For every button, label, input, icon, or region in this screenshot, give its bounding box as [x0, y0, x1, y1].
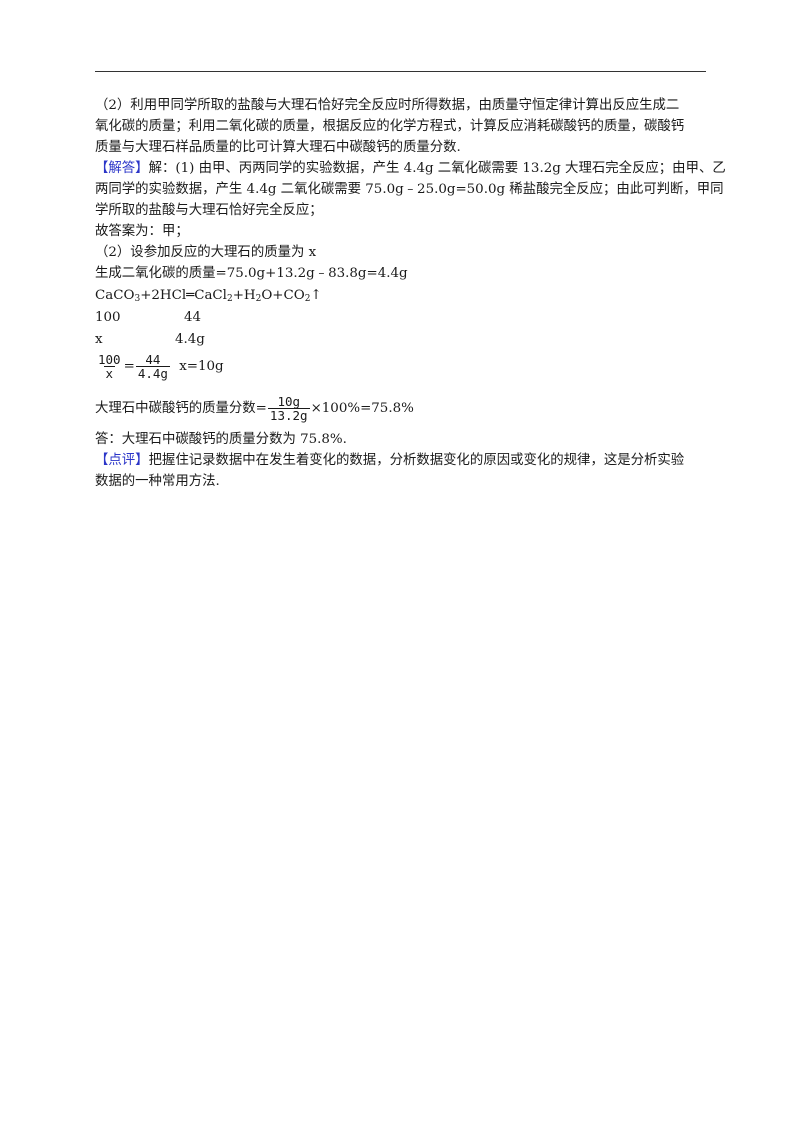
setup-line: （2）设参加反应的大理石的质量为 x — [95, 245, 317, 260]
answer-1: 故答案为：甲； — [95, 224, 189, 239]
header-rule — [95, 71, 706, 72]
solution-line-1: 【解答】解：(1) 由甲、丙两同学的实验数据，产生 4.4g 二氧化碳需要 13… — [95, 159, 726, 179]
comment-tag: 【点评】 — [95, 453, 149, 468]
solution-line-2: 两同学的实验数据，产生 4.4g 二氧化碳需要 75.0g﹣25.0g=50.0… — [95, 182, 724, 197]
chemical-equation: CaCO3+2HCl═CaCl2+H2O+CO2↑ — [95, 288, 322, 304]
solution-text-1: 解：(1) 由甲、丙两同学的实验数据，产生 4.4g 二氧化碳需要 13.2g … — [148, 161, 726, 176]
analysis-line-2: 氧化碳的质量；利用二氧化碳的质量，根据反应的化学方程式，计算反应消耗碳酸钙的质量… — [95, 119, 685, 134]
analysis-line-3: 质量与大理石样品质量的比可计算大理石中碳酸钙的质量分数. — [95, 140, 461, 155]
comment-line-1: 【点评】把握住记录数据中在发生着变化的数据，分析数据变化的原因或变化的规律，这是… — [95, 453, 685, 468]
comment-line-2: 数据的一种常用方法. — [95, 474, 220, 489]
answer-2: 答：大理石中碳酸钙的质量分数为 75.8%. — [95, 432, 347, 447]
x-result: x=10g — [179, 359, 224, 374]
solution-line-3: 学所取的盐酸与大理石恰好完全反应； — [95, 203, 323, 218]
analysis-line-1: （2）利用甲同学所取的盐酸与大理石恰好完全反应时所得数据，由质量守恒定律计算出反… — [95, 98, 680, 113]
solution-tag: 【解答】 — [95, 161, 149, 176]
co2-mass-line: 生成二氧化碳的质量=75.0g+13.2g﹣83.8g=4.4g — [95, 266, 408, 281]
